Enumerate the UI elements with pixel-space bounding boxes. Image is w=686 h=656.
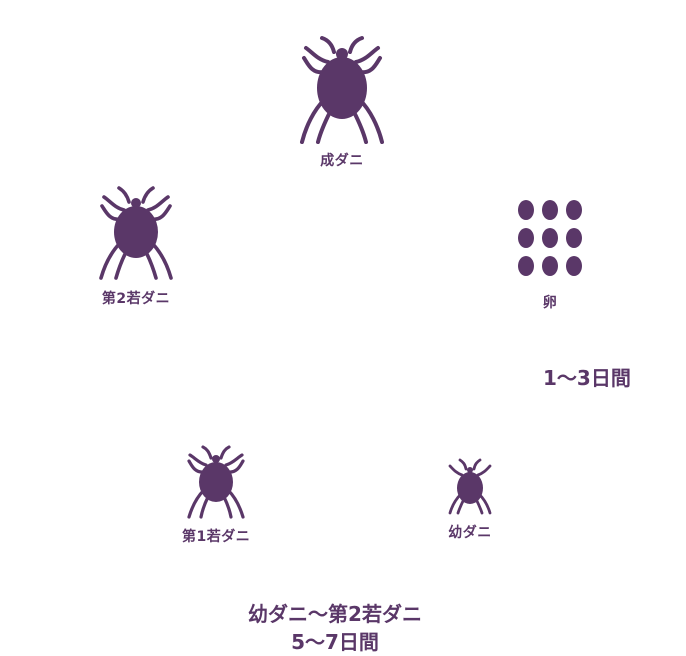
stage-label-nymph1: 第1若ダニ (182, 529, 251, 545)
stage-label-adult: 成ダニ (320, 153, 364, 169)
mite-icon (300, 36, 384, 144)
stage-nymph1: 第1若ダニ (182, 444, 250, 546)
stage-adult: 成ダニ (296, 34, 388, 170)
stage-egg: 卵 (514, 198, 586, 312)
stage-label-egg: 卵 (542, 295, 558, 311)
stage-label-nymph2: 第2若ダニ (101, 291, 171, 307)
duration-egg-text: 1〜3日間 (543, 366, 631, 390)
stage-nymph2: 第2若ダニ (96, 184, 176, 308)
stage-label-larva: 幼ダニ (448, 525, 492, 541)
duration-growth-days: 5〜7日間 (291, 630, 379, 654)
duration-growth-stages: 幼ダニ〜第2若ダニ (248, 602, 422, 626)
mite-icon (187, 445, 245, 519)
duration-growth-text: 幼ダニ〜第2若ダニ 5〜7日間 (200, 600, 470, 656)
stage-larva: 幼ダニ (446, 458, 494, 542)
mite-icon (448, 458, 492, 515)
mite-icon (99, 186, 173, 280)
egg-cluster-icon (518, 200, 582, 276)
